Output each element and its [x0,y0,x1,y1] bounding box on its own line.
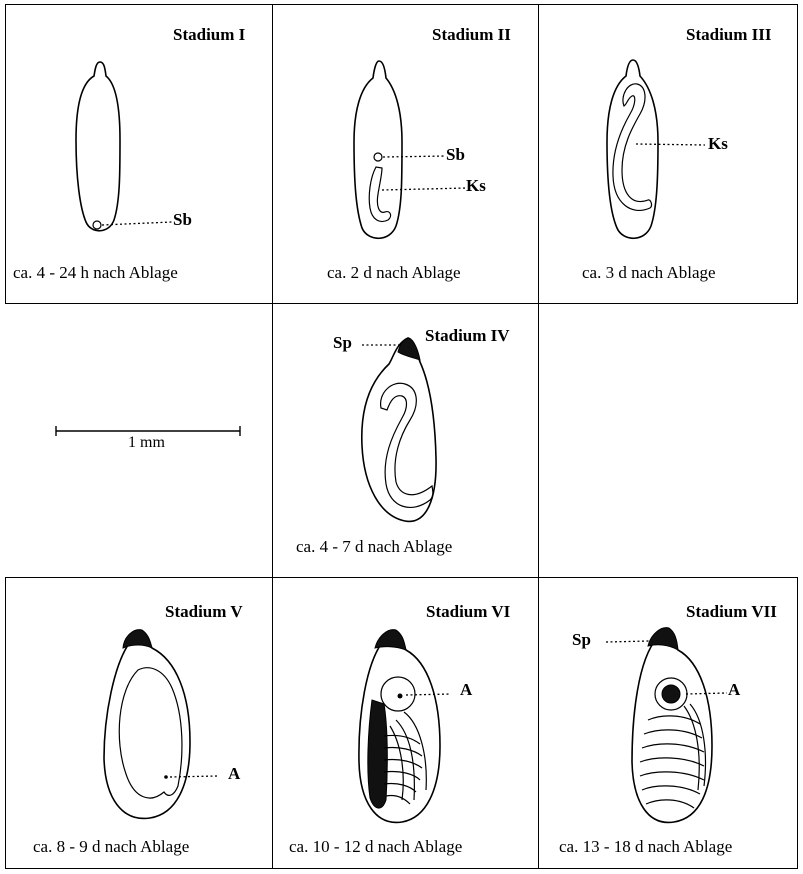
stage-7-label-sp: Sp [572,630,591,650]
stage-7-label-a: A [728,680,740,700]
